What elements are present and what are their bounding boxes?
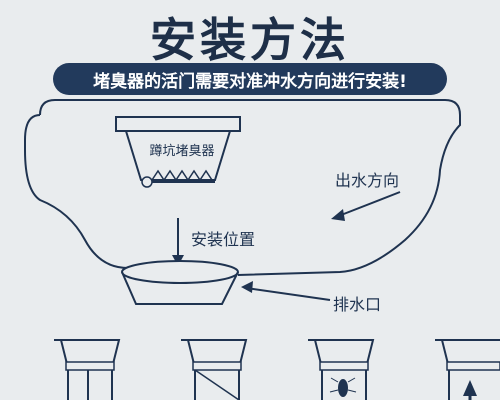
- funnel-2: [181, 339, 248, 400]
- funnel-1: [54, 339, 121, 400]
- water-direction-label: 出水方向: [335, 171, 400, 190]
- deodorizer-device: [115, 116, 241, 188]
- cockroach-icon: [329, 377, 357, 397]
- toilet-outline: [24, 99, 461, 276]
- arrow-left-icon: [241, 281, 331, 301]
- arrow-left-icon: [331, 191, 401, 221]
- install-position-label: 安装位置: [191, 230, 256, 249]
- page-title: 安装方法: [150, 13, 350, 67]
- up-arrow-icon: [463, 380, 477, 400]
- instruction-banner: 堵臭器的活门需要对准冲水方向进行安装!: [53, 63, 447, 95]
- funnel-3: [308, 339, 375, 400]
- funnel-4: [435, 339, 500, 400]
- device-label: 蹲坑堵臭器: [149, 144, 215, 159]
- drain-bowl: [121, 260, 239, 305]
- arrow-down-icon: [172, 218, 184, 266]
- drain-outlet-label: 排水口: [333, 295, 382, 314]
